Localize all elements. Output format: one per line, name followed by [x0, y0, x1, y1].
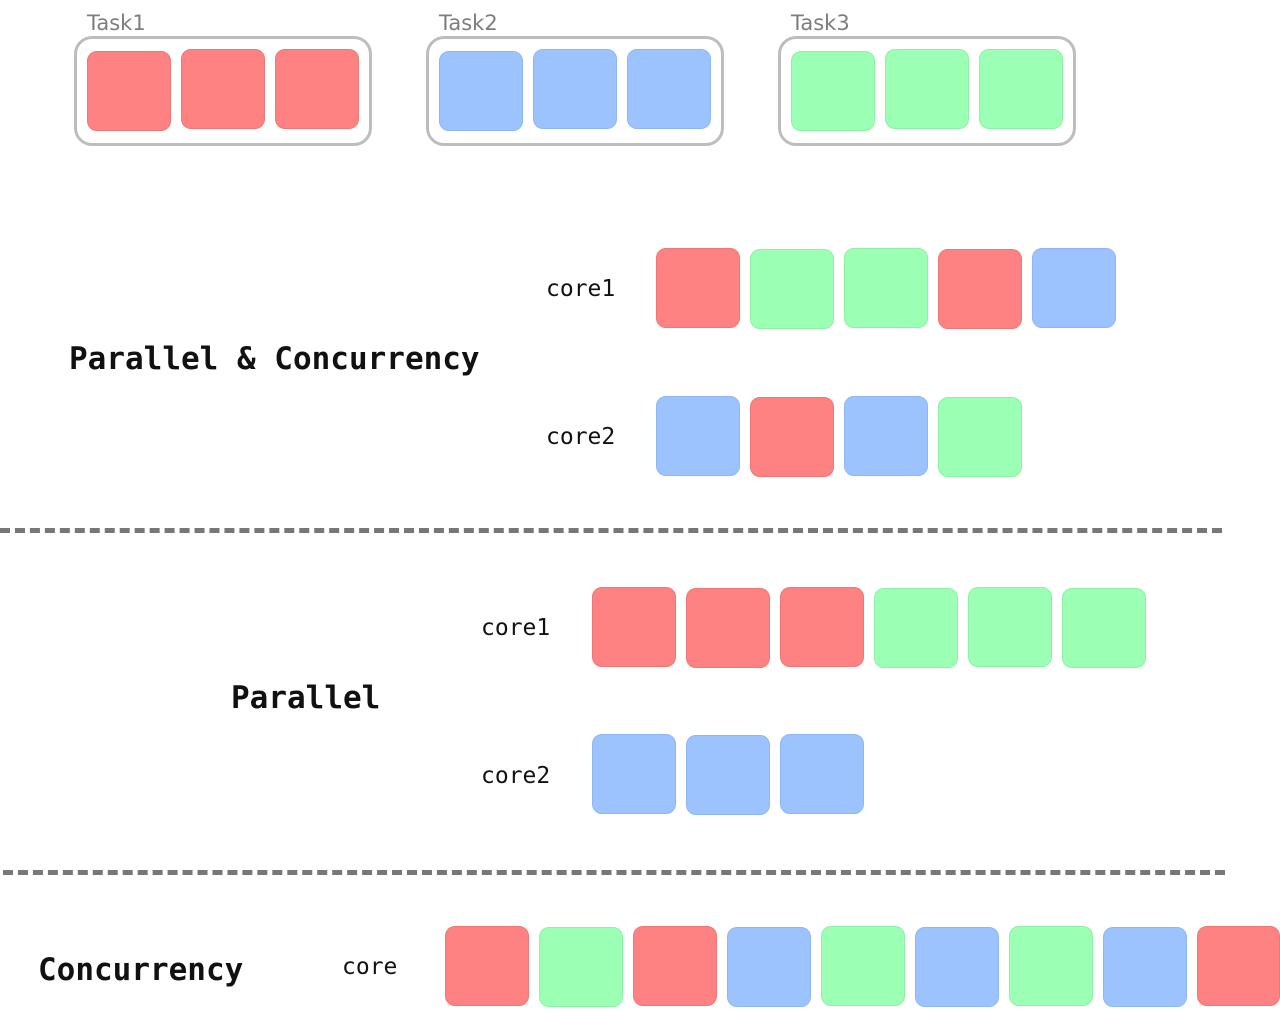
- pc-core1-slot-4-red: [938, 249, 1022, 329]
- task3-unit-2: [885, 49, 969, 129]
- task2-unit-3: [627, 49, 711, 129]
- p-core1-slot-5-green: [968, 587, 1052, 667]
- c-core-slot-8-blue: [1103, 927, 1187, 1007]
- task3-unit-3: [979, 49, 1063, 129]
- task3-label: Task3: [791, 11, 850, 35]
- p-core2-slot-1-blue: [592, 734, 676, 814]
- p-core1-slot-4-green: [874, 588, 958, 668]
- pc-core1-slot-2-green: [750, 249, 834, 329]
- task1-unit-3: [275, 49, 359, 129]
- c-core-slot-2-green: [539, 927, 623, 1007]
- c-core-slot-4-blue: [727, 927, 811, 1007]
- pc-core1-slot-3-green: [844, 248, 928, 328]
- pc-core2-slot-4-green: [938, 397, 1022, 477]
- pc-core1-slot-1-red: [656, 248, 740, 328]
- pc-core2-label: core2: [546, 424, 616, 450]
- pc-core2-slot-3-blue: [844, 396, 928, 476]
- p-core2-slot-2-blue: [686, 735, 770, 815]
- p-core1-label: core1: [481, 615, 551, 641]
- p-core2-slot-3-blue: [780, 734, 864, 814]
- c-core-slot-7-green: [1009, 926, 1093, 1006]
- separator-2: [3, 870, 1225, 875]
- task1-box: [74, 36, 372, 146]
- task2-box: [426, 36, 724, 146]
- p-core2-label: core2: [481, 763, 551, 789]
- concurrency-title: Concurrency: [38, 952, 244, 988]
- task3-box: [778, 36, 1076, 146]
- task1-unit-2: [181, 49, 265, 129]
- p-core1-slot-2-red: [686, 588, 770, 668]
- task2-label: Task2: [439, 11, 498, 35]
- pc-core2-slot-1-blue: [656, 396, 740, 476]
- c-core-label: core: [342, 954, 398, 980]
- parallel-title: Parallel: [231, 680, 381, 716]
- task2-unit-2: [533, 49, 617, 129]
- c-core-slot-9-red: [1197, 926, 1280, 1006]
- p-core1-slot-6-green: [1062, 588, 1146, 668]
- parallel-concurrency-title: Parallel & Concurrency: [69, 341, 480, 377]
- separator-1: [0, 528, 1222, 533]
- c-core-slot-6-blue: [915, 927, 999, 1007]
- task2-unit-1: [439, 51, 523, 131]
- p-core1-slot-1-red: [592, 587, 676, 667]
- c-core-slot-3-red: [633, 926, 717, 1006]
- task1-unit-1: [87, 51, 171, 131]
- task3-unit-1: [791, 51, 875, 131]
- p-core1-slot-3-red: [780, 587, 864, 667]
- pc-core2-slot-2-red: [750, 397, 834, 477]
- pc-core1-slot-5-blue: [1032, 248, 1116, 328]
- task1-label: Task1: [87, 11, 146, 35]
- c-core-slot-1-red: [445, 926, 529, 1006]
- pc-core1-label: core1: [546, 276, 616, 302]
- c-core-slot-5-green: [821, 926, 905, 1006]
